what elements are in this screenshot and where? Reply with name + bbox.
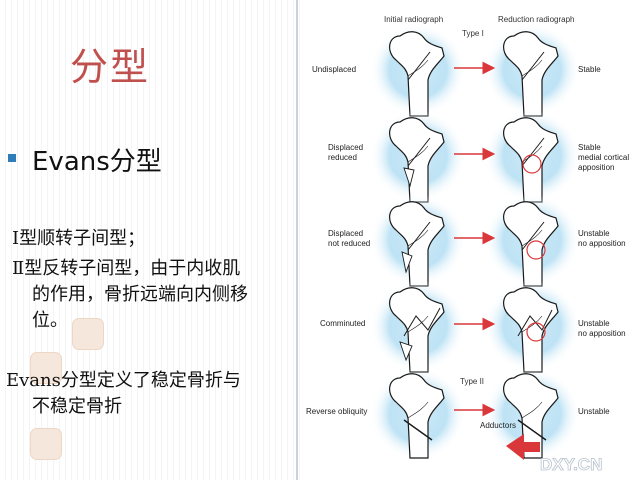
row-right-label: medial cortical [578,153,629,162]
header-initial-radiograph: Initial radiograph [384,15,443,24]
row-4: Comminuted Unstable no apposition [320,280,626,373]
row-left-label: Displaced [328,229,363,238]
type1-label: Type I [462,29,484,38]
row-right-label: Unstable [578,229,610,238]
row-left-label: Undisplaced [312,65,356,74]
type2-description-line3: 位。 [32,310,68,331]
fracture-line [407,51,431,81]
adductors-label: Adductors [480,421,516,430]
fracture-line [517,419,547,441]
apposition-circle-icon [526,240,546,260]
header-reduction-radiograph: Reduction radiograph [498,15,575,24]
evans-classification-figure: Initial radiograph Reduction radiograph … [300,0,640,480]
type2-description-line2: 的作用，骨折远端向内侧移 [32,284,248,305]
fracture-line [521,137,545,167]
row-right-label: Unstable [578,319,610,328]
row-left-label: Displaced [328,143,363,152]
bone-fragment [399,341,413,362]
row-2: Displaced reduced Stable medial cortical… [328,110,629,203]
seal-stamp-icon [72,318,104,350]
row-left-label: Reverse obliquity [306,407,367,416]
type1-description: Ⅰ型顺转子间型； [12,228,146,249]
row-right-label: no apposition [578,329,626,338]
slide-title: 分型 [70,45,151,89]
row-left-label: Comminuted [320,319,365,328]
fracture-line [407,137,431,167]
adductor-pull-arrow-icon [506,434,540,460]
bone-fragment [403,167,415,188]
fracture-line [407,221,431,251]
seal-stamp-icon [30,352,62,384]
row-left-label: reduced [328,153,357,162]
row-right-label: Unstable [578,407,610,416]
bone-fragment [401,251,413,274]
row-right-label: apposition [578,163,614,172]
bullet-heading: Evans分型 [32,147,162,177]
type2-description-line1: Ⅱ型反转子间型，由于内收肌 [12,258,241,279]
summary-line2: 不稳定骨折 [32,396,122,417]
row-right-label: no apposition [578,239,626,248]
fracture-line [403,307,441,337]
fracture-line [521,221,545,251]
bullet-square-icon [8,154,16,162]
row-5: Reverse obliquity Unstable Adductors [306,368,610,460]
type2-label: Type II [460,377,484,386]
fracture-line [521,51,545,81]
figure-svg: Initial radiograph Reduction radiograph … [306,15,629,474]
watermark-text: DXY.CN [540,455,602,474]
background-texture [0,0,300,480]
row-1: Undisplaced Stable [312,24,601,117]
row-right-label: Stable [578,65,601,74]
row-left-label: not reduced [328,239,370,248]
summary-line1: Evans分型定义了稳定骨折与 [6,370,241,391]
fracture-line [403,419,433,441]
row-3: Displaced not reduced Unstable no apposi… [328,194,626,287]
seal-stamp-icon [30,428,62,460]
row-right-label: Stable [578,143,601,152]
apposition-circle-icon [522,154,542,174]
panel-divider [296,0,298,480]
apposition-circle-icon [526,322,546,342]
